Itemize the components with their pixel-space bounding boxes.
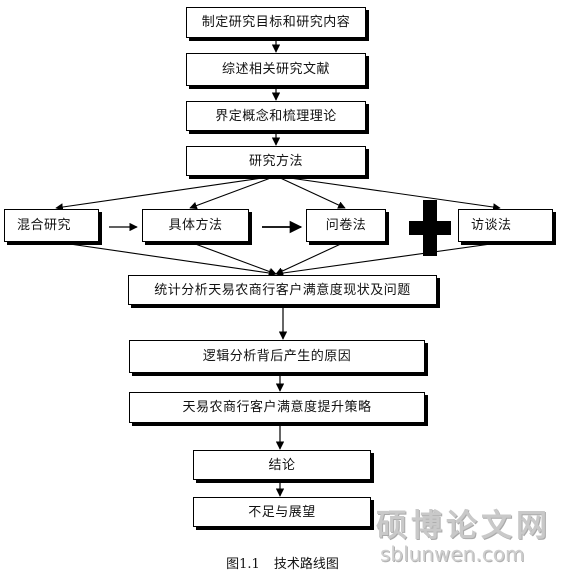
box-specific-methods: 具体方法 [142,209,249,242]
watermark: 硕博论文网 sblunwen.com [372,500,558,570]
box-literature-review: 综述相关研究文献 [186,53,366,86]
box-questionnaire-label: 问卷法 [325,218,367,233]
arrow-mixed-to-analyze [55,241,277,277]
box-statistical-analysis-label: 统计分析天易农商行客户满意度现状及问题 [154,282,411,298]
figure-number: 图1.1 [226,557,260,572]
box-define-concepts-label: 界定概念和梳理理论 [215,108,337,124]
box-statistical-analysis: 统计分析天易农商行客户满意度现状及问题 [128,275,437,305]
box-define-concepts: 界定概念和梳理理论 [186,101,366,131]
watermark-title: 硕博论文网 [376,508,551,544]
arrow-methods-to-interview [275,175,501,211]
box-literature-review-label: 综述相关研究文献 [221,62,330,77]
arrow-methods-to-mixed [55,175,277,211]
box-specific-methods-label: 具体方法 [168,218,223,233]
box-conclusion: 结论 [193,450,371,480]
box-research-goals-label: 制定研究目标和研究内容 [201,15,351,30]
box-research-methods-label: 研究方法 [248,153,303,169]
box-research-methods: 研究方法 [186,146,366,176]
watermark-url: sblunwen.com [380,542,525,566]
box-interview: 访谈法 [458,209,553,242]
arrow-methods-to-specific [189,175,277,210]
box-research-goals: 制定研究目标和研究内容 [186,7,366,38]
figure-caption: 图1.1 技术路线图 [0,553,565,572]
box-limitations-outlook-label: 不足与展望 [248,504,316,520]
arrow-methods-to-questionnaire [275,175,346,209]
box-cause-analysis: 逻辑分析背后产生的原因 [129,340,425,373]
box-mixed-research-label: 混合研究 [17,218,72,233]
figure-title: 技术路线图 [273,557,339,572]
box-cause-analysis-label: 逻辑分析背后产生的原因 [202,349,352,364]
arrow-interview-to-analyze [275,241,506,277]
box-improvement-strategy-label: 天易农商行客户满意度提升策略 [182,400,372,415]
box-conclusion-label: 结论 [268,457,296,473]
arrow-questionnaire-to-analyze [275,241,346,275]
box-limitations-outlook: 不足与展望 [193,497,371,527]
box-mixed-research: 混合研究 [4,209,99,242]
arrow-specific-to-analyze [189,241,277,276]
plus-icon [409,200,451,256]
box-interview-label: 访谈法 [471,218,512,233]
box-questionnaire: 问卷法 [306,209,386,242]
box-improvement-strategy: 天易农商行客户满意度提升策略 [129,392,425,423]
